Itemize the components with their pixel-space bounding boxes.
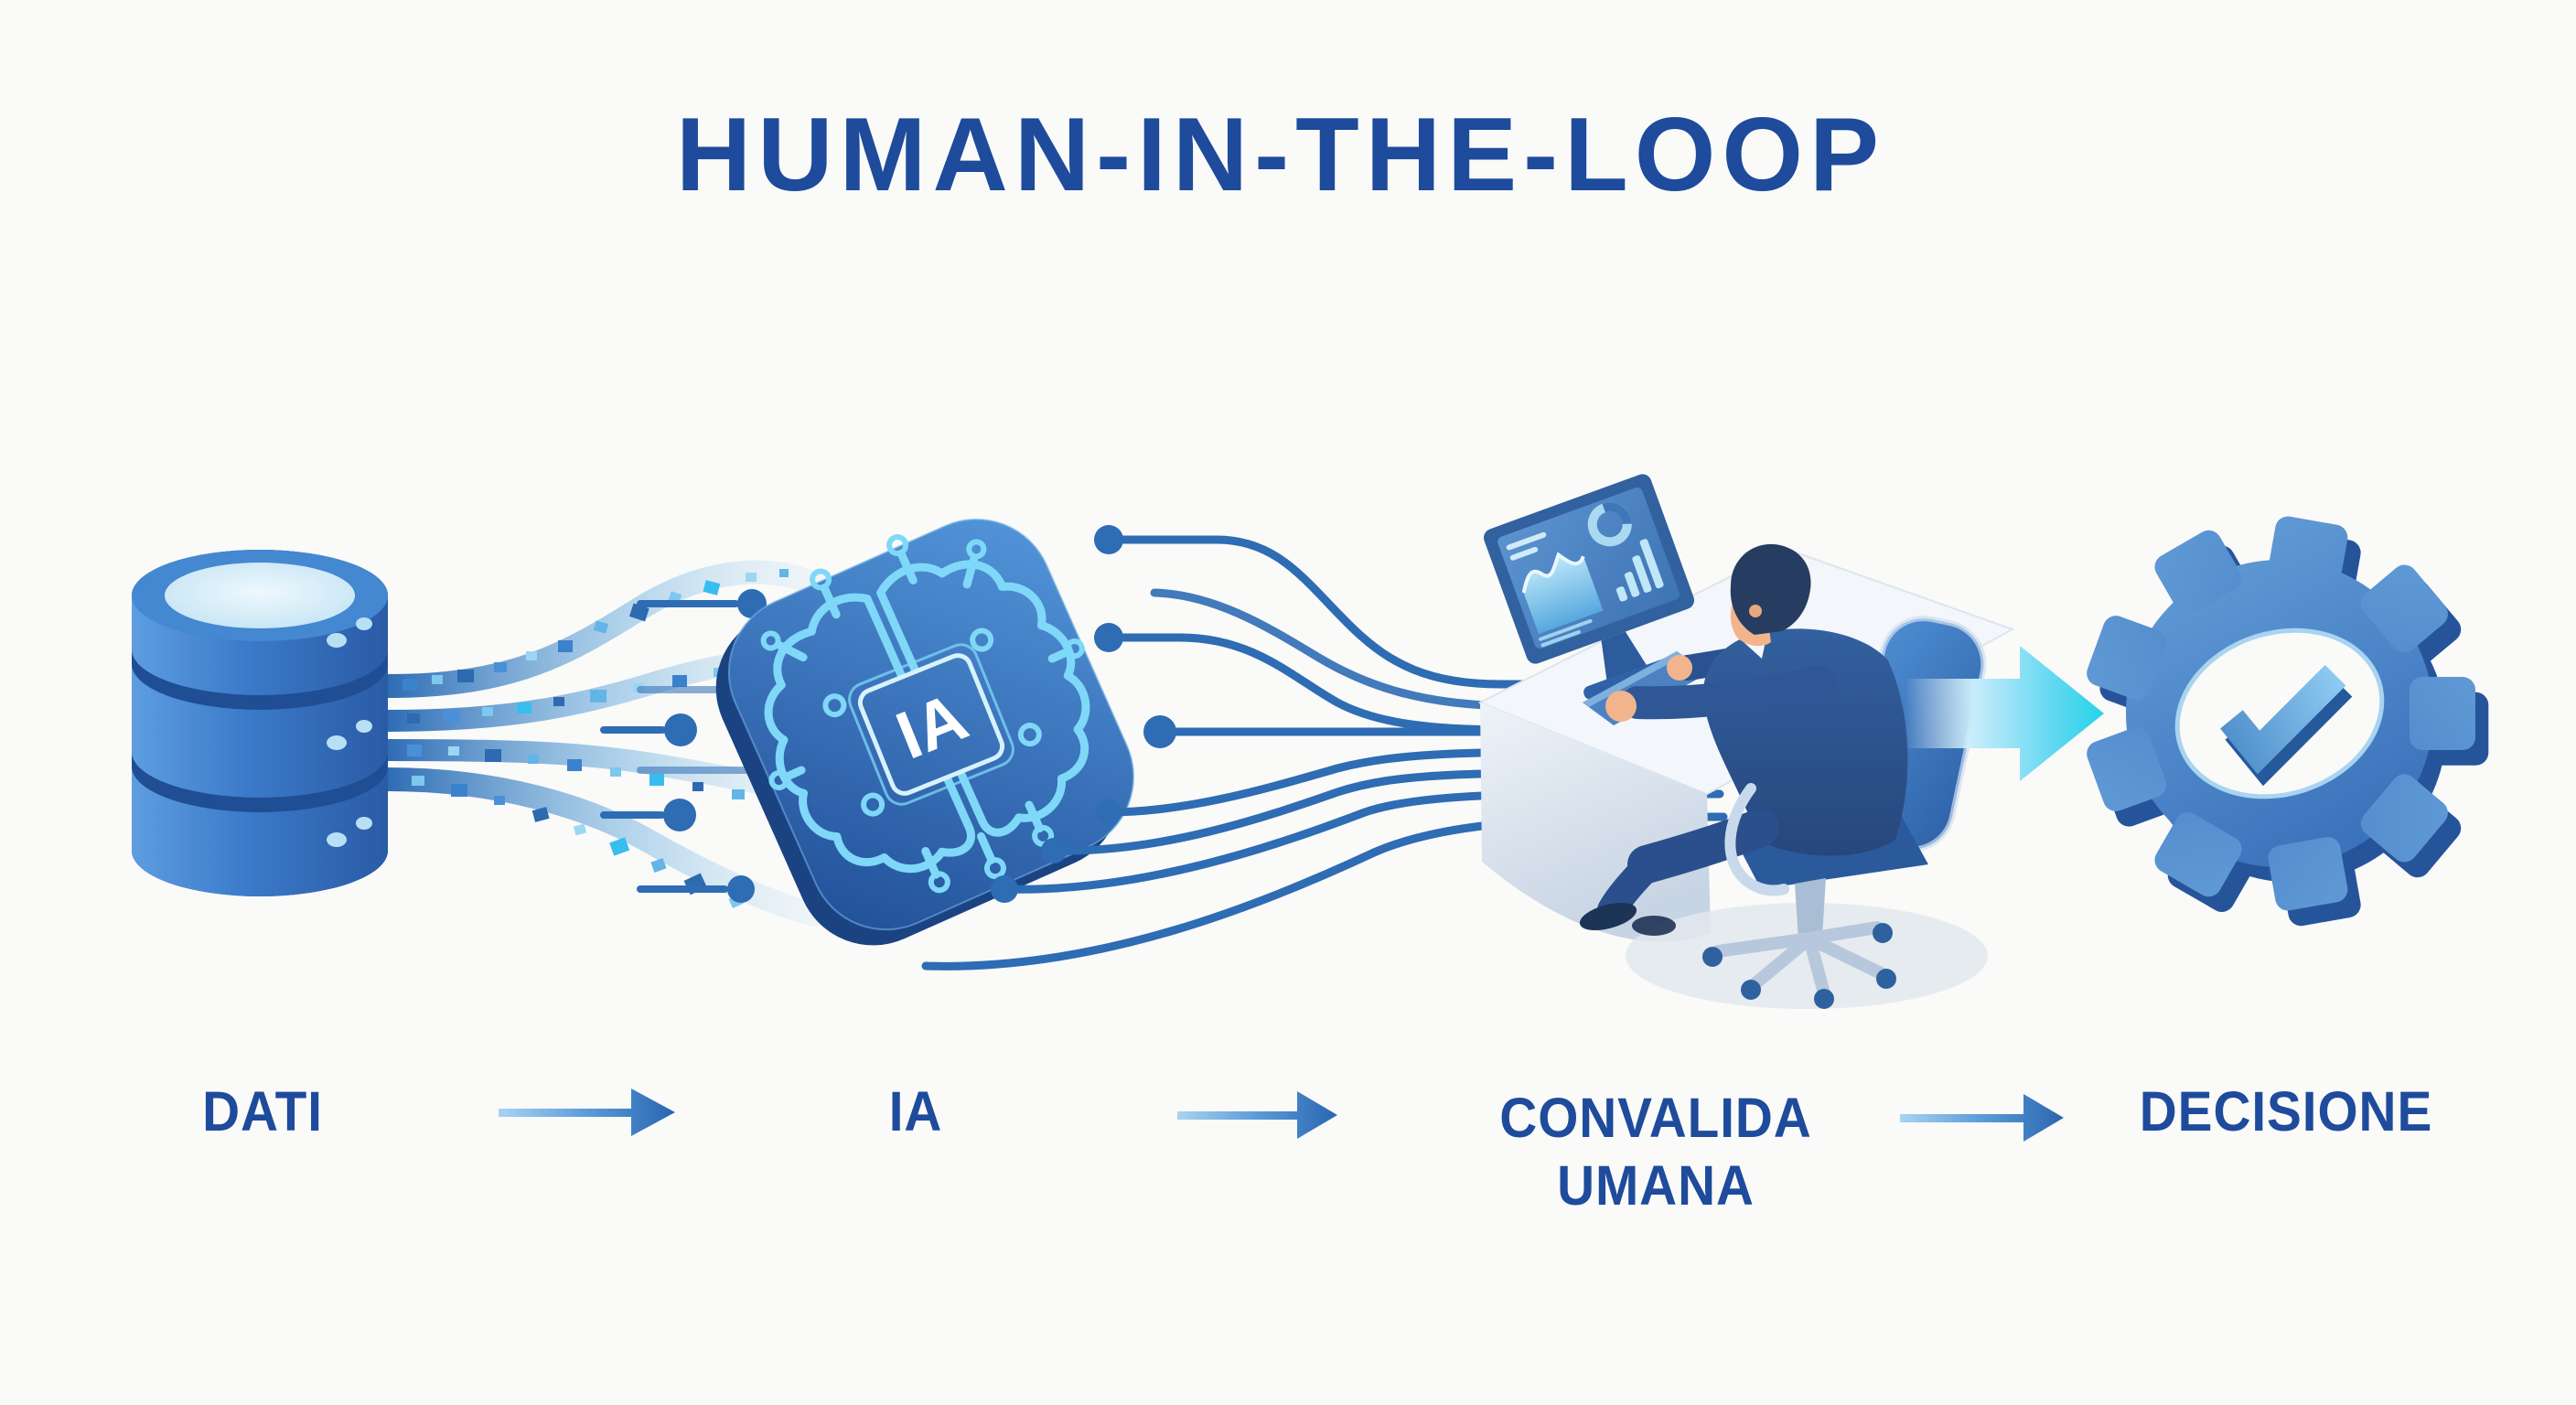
step-label-dati: DATI <box>202 1080 323 1142</box>
page-title: HUMAN-IN-THE-LOOP <box>675 97 1886 213</box>
database-leds <box>327 617 372 847</box>
database-icon <box>132 550 388 896</box>
human-validation-icon <box>1477 474 2015 1009</box>
circuit-dots-left <box>663 589 767 903</box>
monitor <box>1483 474 1695 700</box>
validation-to-decision-arrow <box>1905 646 2104 781</box>
hand <box>1667 655 1692 681</box>
arm <box>1621 665 1837 720</box>
person <box>1579 543 1908 936</box>
data-pixels <box>402 569 789 908</box>
flow-arrows <box>499 1089 2064 1142</box>
check-mark <box>2220 664 2353 787</box>
circuit-dots-right <box>991 525 1176 903</box>
chair-armrest <box>1724 783 1789 896</box>
ai-chip-icon: IA <box>715 518 1135 946</box>
chair-casters <box>1702 923 1896 1009</box>
brain-nodes <box>760 534 1085 894</box>
step-label-decisione: DECISIONE <box>2139 1080 2433 1142</box>
arrow-dati-ia <box>499 1089 675 1136</box>
step-label-ia: IA <box>888 1080 943 1142</box>
gear-check-icon <box>2087 516 2489 927</box>
step-label-line: UMANA <box>1557 1154 1755 1217</box>
data-stream <box>376 560 839 927</box>
chair-shadow <box>1626 903 1988 1009</box>
step-label-line: CONVALIDA <box>1499 1087 1812 1149</box>
step-label-convalida-umana: CONVALIDA UMANA <box>1499 1084 1811 1219</box>
dashboard-charts <box>1506 502 1664 648</box>
brain-circuit <box>764 549 1090 879</box>
ear <box>1749 605 1762 617</box>
arrow-convalida-decisione <box>1900 1094 2064 1142</box>
arrow-ia-convalida <box>1177 1091 1337 1139</box>
hand <box>1605 691 1637 722</box>
shoe <box>1632 916 1676 936</box>
chip-core: IA <box>848 643 1014 806</box>
shoe <box>1579 902 1637 931</box>
